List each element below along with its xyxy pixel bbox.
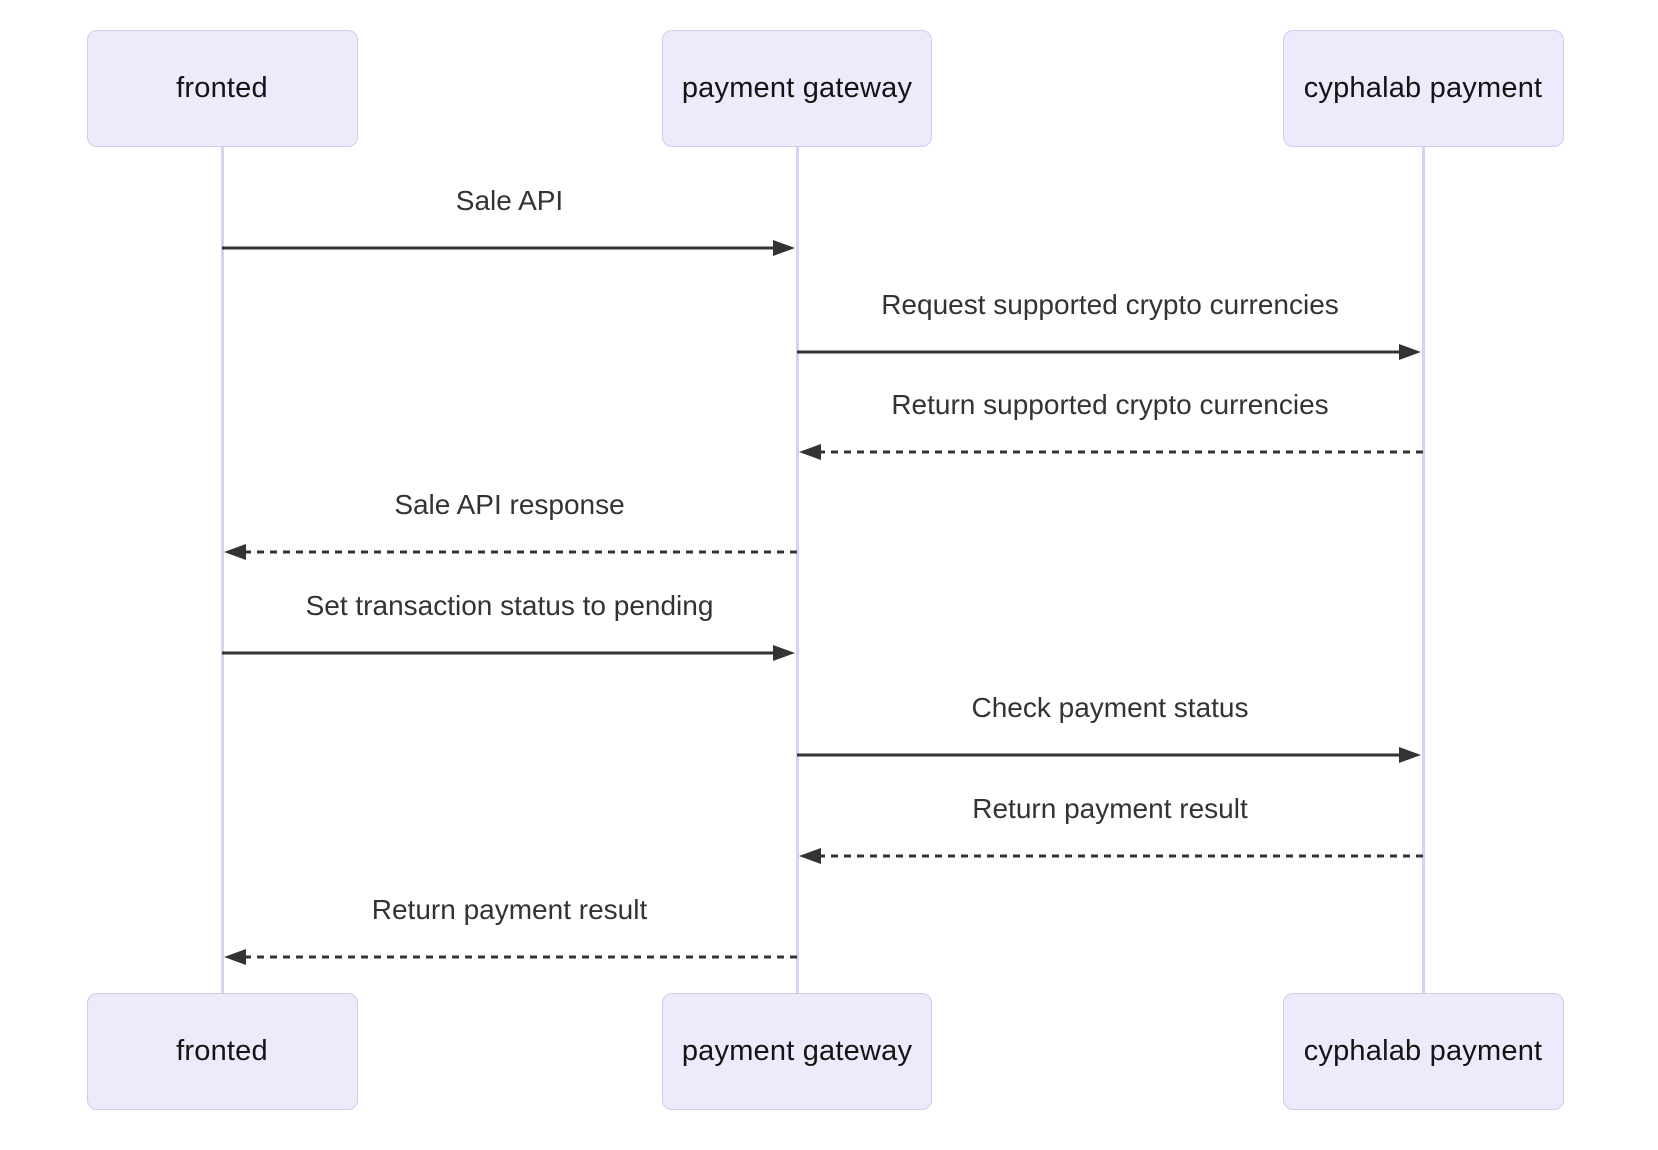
actor-label: payment gateway	[681, 72, 913, 104]
message-label: Set transaction status to pending	[305, 590, 714, 621]
message-label: Return payment result	[972, 793, 1248, 824]
message-arrowhead	[1399, 747, 1421, 763]
actor-label: payment gateway	[681, 1035, 913, 1067]
message-arrowhead	[799, 848, 821, 864]
message-arrowhead	[773, 240, 795, 256]
actor-box-top-cyphalab-payment: cyphalab payment	[1282, 30, 1564, 147]
actor-box-top-payment-gateway: payment gateway	[662, 30, 932, 147]
actor-label: cyphalab payment	[1303, 72, 1543, 104]
actor-box-bottom-fronted: fronted	[86, 993, 358, 1110]
message-label: Return supported crypto currencies	[891, 389, 1329, 420]
message-arrowhead	[224, 949, 246, 965]
message-arrowhead	[773, 645, 795, 661]
actor-box-bottom-payment-gateway: payment gateway	[662, 993, 932, 1110]
actor-box-bottom-cyphalab-payment: cyphalab payment	[1282, 993, 1564, 1110]
actor-label: cyphalab payment	[1303, 1035, 1543, 1067]
message-arrowhead	[1399, 344, 1421, 360]
message-label: Sale API response	[394, 489, 625, 520]
lifeline-payment-gateway	[795, 147, 799, 993]
message-label: Return payment result	[371, 894, 648, 925]
lifeline-fronted	[220, 147, 224, 993]
actor-label: fronted	[176, 1035, 268, 1067]
message-arrowhead	[224, 544, 246, 560]
message-label: Sale API	[455, 185, 564, 216]
lifeline-cyphalab-payment	[1421, 147, 1425, 993]
actor-label: fronted	[176, 72, 268, 104]
message-arrowhead	[799, 444, 821, 460]
message-label: Request supported crypto currencies	[881, 289, 1339, 320]
actor-box-top-fronted: fronted	[86, 30, 358, 147]
message-label: Check payment status	[971, 692, 1249, 723]
